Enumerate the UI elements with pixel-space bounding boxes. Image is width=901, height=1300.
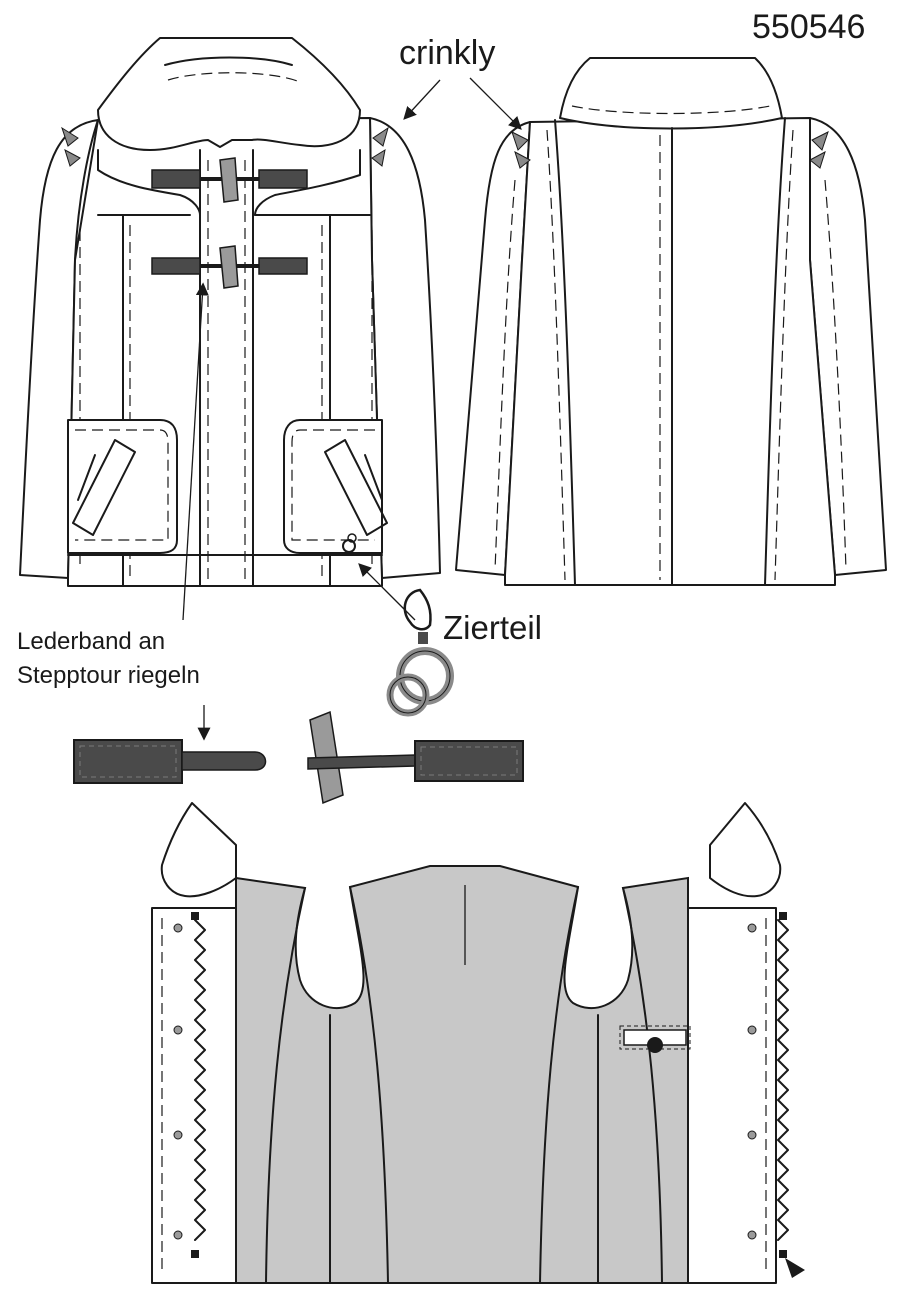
zierteil-charm: [386, 588, 454, 717]
jacket-front-view: [19, 37, 441, 587]
toggle-closure-lower: [151, 245, 308, 289]
toggle-closure-upper: [151, 157, 308, 203]
label-zierteil: Zierteil: [443, 609, 543, 646]
label-lederband: Lederband an Stepptour riegeln: [17, 625, 200, 693]
label-crinkly: crinkly: [399, 34, 496, 72]
toggle-detail: [73, 705, 524, 805]
label-lederband-line2: Stepptour riegeln: [17, 662, 200, 689]
model-number: 550546: [752, 8, 866, 46]
jacket-back-view: [455, 57, 887, 586]
label-lederband-line1: Lederband an: [17, 628, 166, 655]
jacket-inside-view: [151, 802, 805, 1284]
